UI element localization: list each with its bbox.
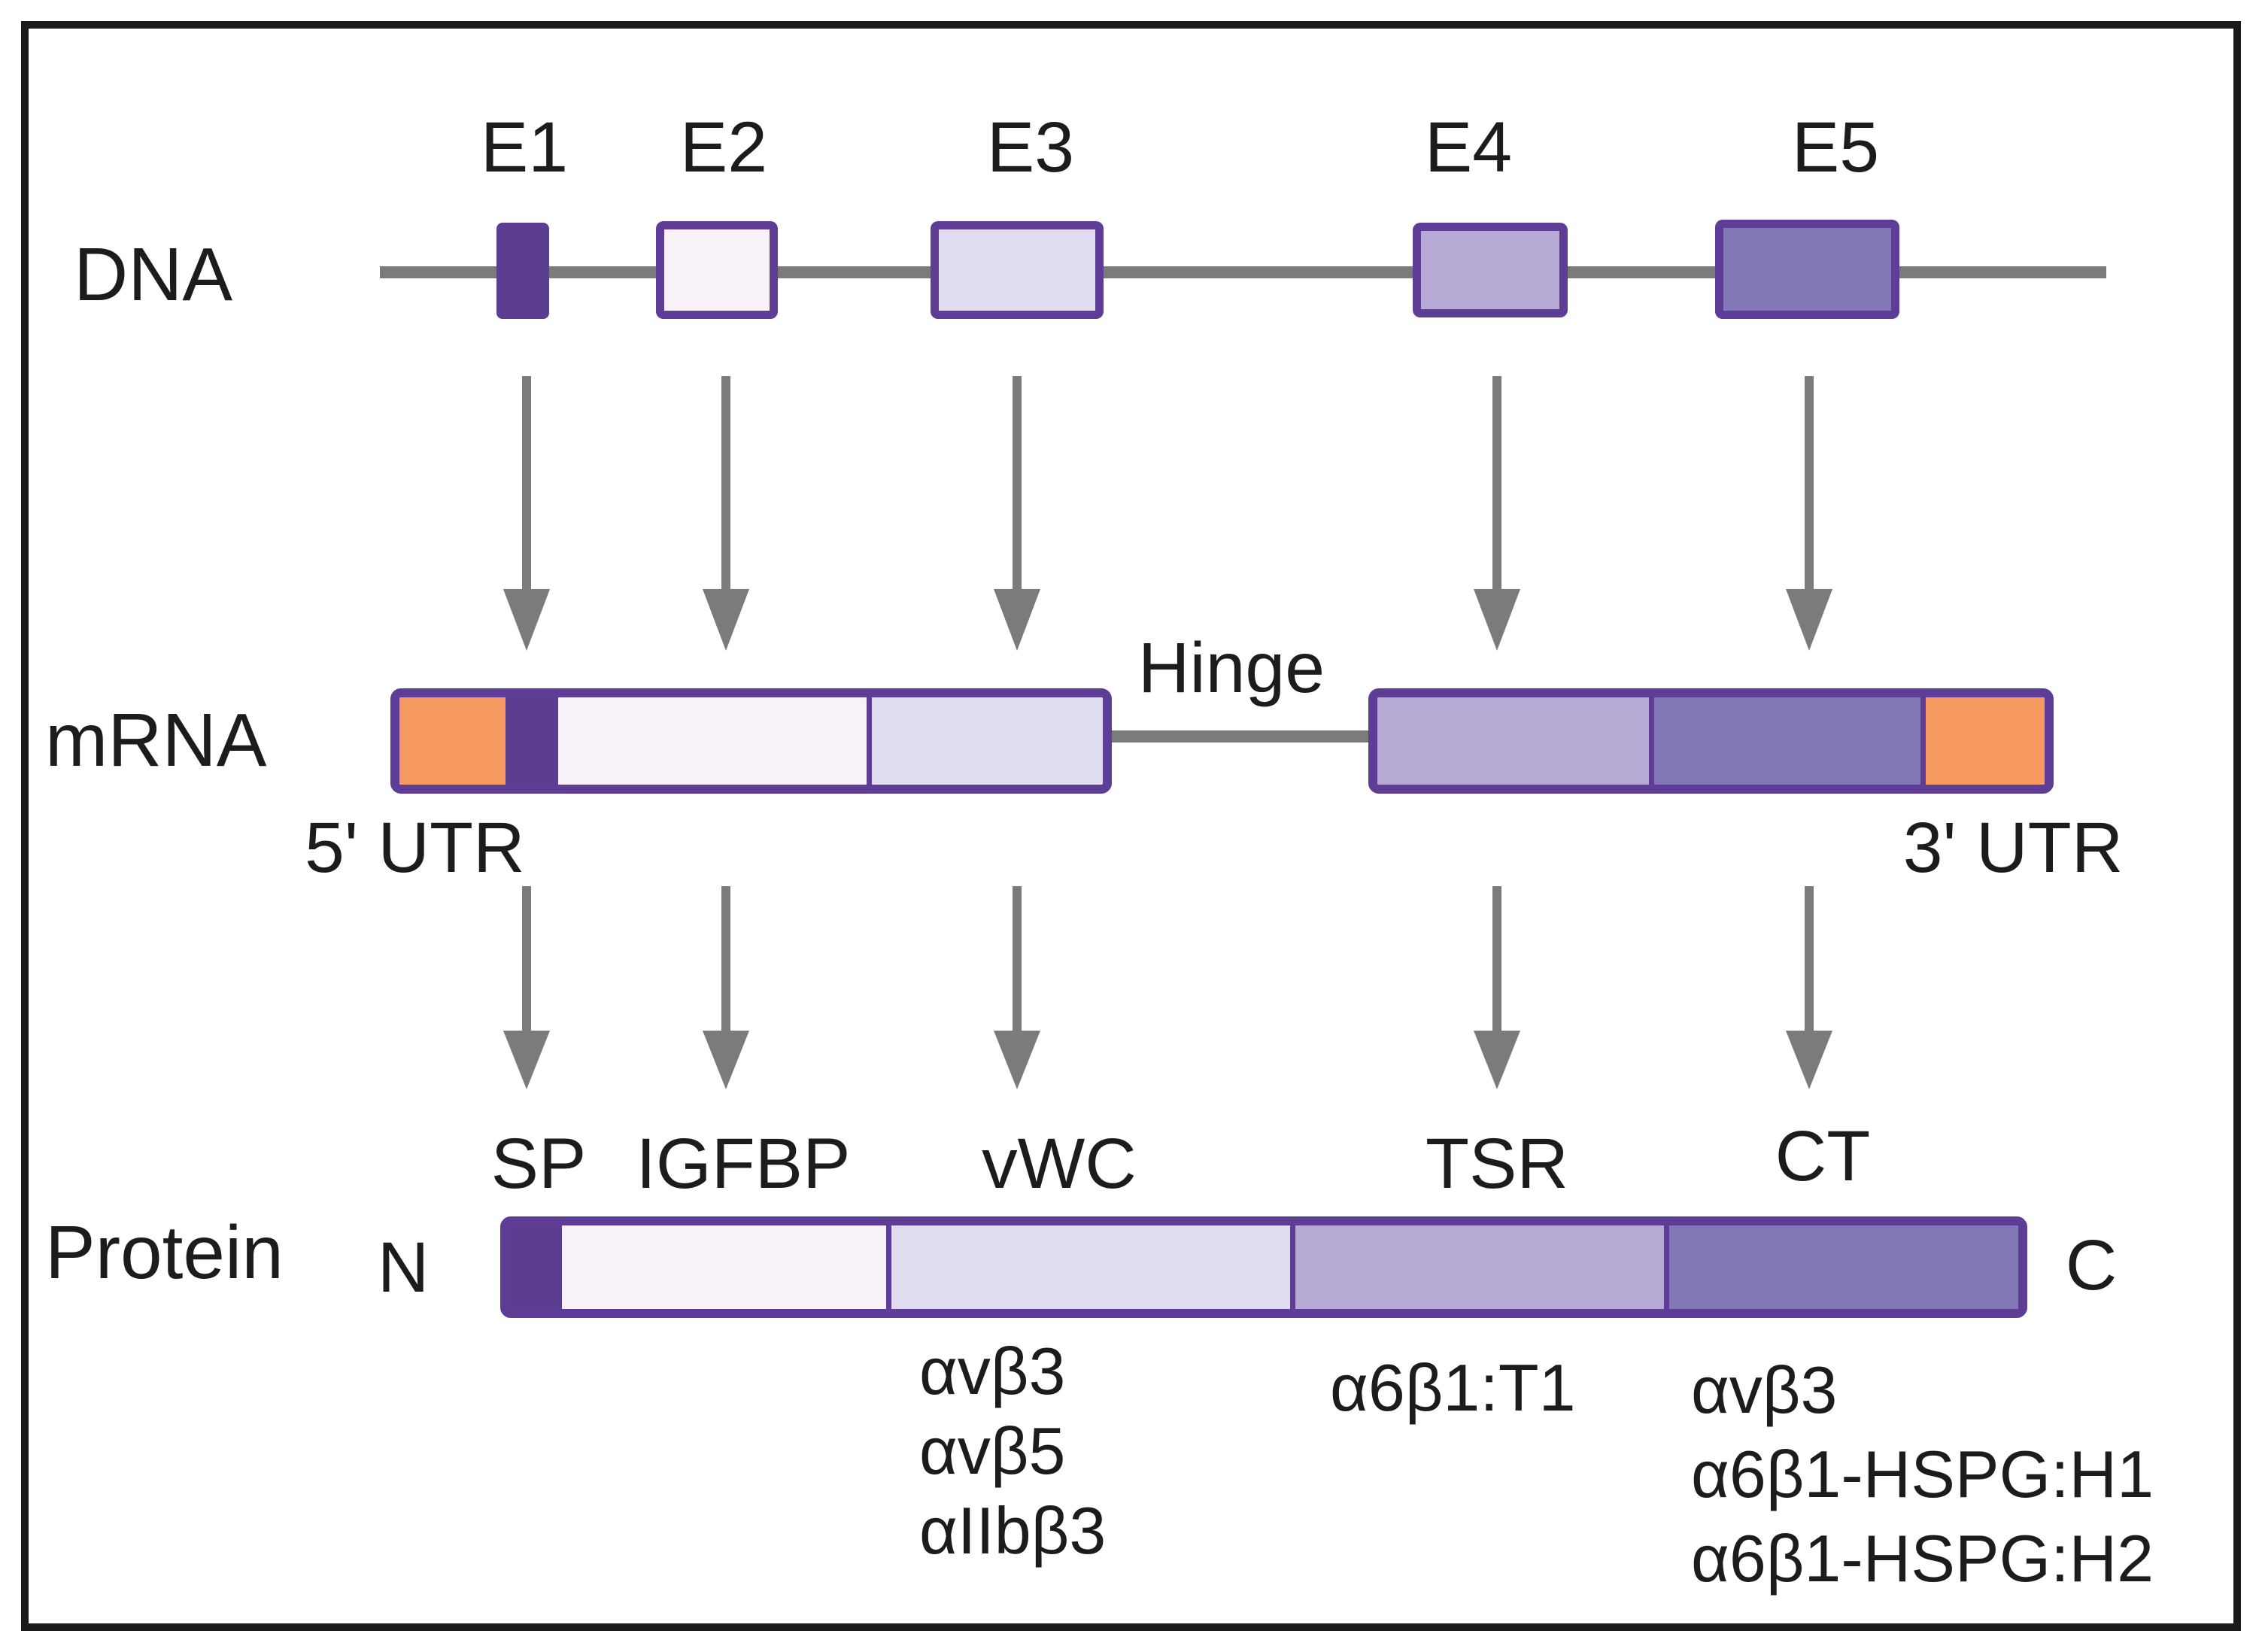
protein-tsr-segment <box>1290 1225 1664 1309</box>
exon1-label: E1 <box>480 108 569 187</box>
protein-row-label: Protein <box>45 1210 284 1295</box>
exon2-box <box>656 221 778 319</box>
utr3-label: 3' UTR <box>1902 808 2124 888</box>
binding-partner: α6β1-HSPG:H2 <box>1691 1521 2154 1596</box>
figure-border <box>21 21 2241 1631</box>
down-arrow-icon <box>703 886 749 1089</box>
down-arrow-icon <box>503 886 550 1089</box>
domain-ct-label: CT <box>1775 1116 1871 1196</box>
vwc-binding-partners: αvβ3 αvβ5 αIIbβ3 <box>919 1332 1106 1571</box>
mrna-utr5-segment <box>399 697 506 785</box>
domain-igfbp-label: IGFBP <box>636 1124 851 1204</box>
mrna-utr3-segment <box>1920 697 2045 785</box>
binding-partner: αIIbβ3 <box>919 1493 1107 1568</box>
binding-partner: α6β1:T1 <box>1330 1350 1576 1425</box>
utr5-label: 5' UTR <box>305 808 525 888</box>
down-arrow-icon <box>1786 376 1832 651</box>
binding-partner: α6β1-HSPG:H1 <box>1691 1437 2154 1511</box>
down-arrow-icon <box>703 376 749 651</box>
mrna-exon3-segment <box>867 697 1103 785</box>
protein-vwc-segment <box>886 1225 1290 1309</box>
mrna-row-label: mRNA <box>45 698 267 782</box>
n-terminus-label: N <box>377 1228 430 1307</box>
hinge-line <box>1112 730 1368 742</box>
ct-binding-partners: αvβ3 α6β1-HSPG:H1 α6β1-HSPG:H2 <box>1691 1348 2154 1601</box>
down-arrow-icon <box>1474 376 1520 651</box>
mrna-exon4-segment <box>1377 697 1649 785</box>
protein-ct-segment <box>1664 1225 2018 1309</box>
c-terminus-label: C <box>2065 1225 2118 1305</box>
exon3-label: E3 <box>986 108 1075 187</box>
mrna-bar-left <box>390 688 1112 794</box>
domain-tsr-label: TSR <box>1426 1124 1568 1204</box>
mrna-exon2-segment <box>558 697 867 785</box>
domain-sp-label: SP <box>490 1124 587 1204</box>
dna-row-label: DNA <box>74 232 233 317</box>
mrna-bar-right <box>1368 688 2054 794</box>
down-arrow-icon <box>994 376 1040 651</box>
mrna-exon1-segment <box>506 697 558 785</box>
exon2-label: E2 <box>679 108 768 187</box>
down-arrow-icon <box>994 886 1040 1089</box>
exon4-box <box>1413 223 1568 317</box>
tsr-binding-partners: α6β1:T1 <box>1330 1348 1576 1428</box>
binding-partner: αvβ3 <box>919 1334 1066 1408</box>
exon1-box <box>496 223 549 319</box>
binding-partner: αvβ5 <box>919 1414 1066 1488</box>
down-arrow-icon <box>1474 886 1520 1089</box>
exon4-label: E4 <box>1424 108 1513 187</box>
protein-bar <box>500 1216 2027 1318</box>
exon5-box <box>1715 220 1899 319</box>
protein-igfbp-segment <box>562 1225 886 1309</box>
protein-sp-segment <box>509 1225 562 1309</box>
mrna-exon5-segment <box>1649 697 1920 785</box>
binding-partner: αvβ3 <box>1691 1353 1838 1427</box>
down-arrow-icon <box>503 376 550 651</box>
hinge-label: Hinge <box>1137 628 1325 708</box>
down-arrow-icon <box>1786 886 1832 1089</box>
exon3-box <box>931 221 1104 319</box>
exon5-label: E5 <box>1791 108 1880 187</box>
domain-vwc-label: vWC <box>982 1124 1137 1204</box>
dna-line <box>380 266 2106 278</box>
